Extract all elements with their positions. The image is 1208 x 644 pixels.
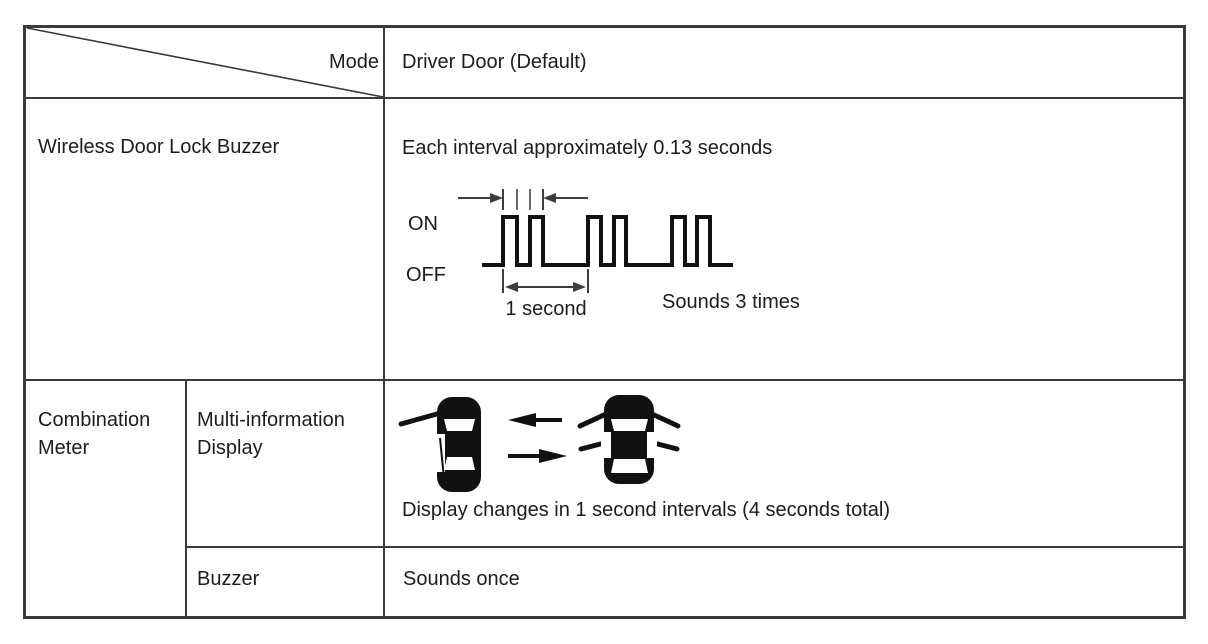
display-change-note: Display changes in 1 second intervals (4… xyxy=(402,499,891,521)
header-diagonal-line xyxy=(26,27,384,98)
alternating-arrows-icon xyxy=(508,413,567,463)
buzzer-waveform xyxy=(482,215,733,267)
mode-header-value: Driver Door (Default) xyxy=(402,51,587,73)
meter-buzzer-value: Sounds once xyxy=(403,568,520,590)
interval-annotation xyxy=(458,189,588,210)
car-driver-door-open-icon xyxy=(398,397,481,492)
waveform-on-label: ON xyxy=(408,213,438,235)
wireless-buzzer-row-label: Wireless Door Lock Buzzer xyxy=(38,136,280,158)
column-divider-sub xyxy=(185,379,187,617)
multi-information-display-label: Multi-information Display xyxy=(197,409,345,459)
row-divider-display-buzzer xyxy=(185,546,1184,548)
waveform-off-label: OFF xyxy=(406,264,446,286)
row-divider-buzzer-meter xyxy=(25,379,1184,381)
period-annotation xyxy=(502,269,589,293)
period-label: 1 second xyxy=(505,298,587,320)
car-all-doors-open-icon xyxy=(577,395,681,484)
sounds-count-label: Sounds 3 times xyxy=(662,291,800,313)
table-outer-border xyxy=(23,25,1186,619)
row-divider-header xyxy=(25,97,1184,99)
meter-buzzer-label: Buzzer xyxy=(197,568,260,590)
mode-header-label: Mode xyxy=(328,51,379,73)
column-divider-main xyxy=(383,26,385,617)
combination-meter-row-label: Combination Meter xyxy=(38,409,151,459)
interval-note: Each interval approximately 0.13 seconds xyxy=(402,137,773,159)
